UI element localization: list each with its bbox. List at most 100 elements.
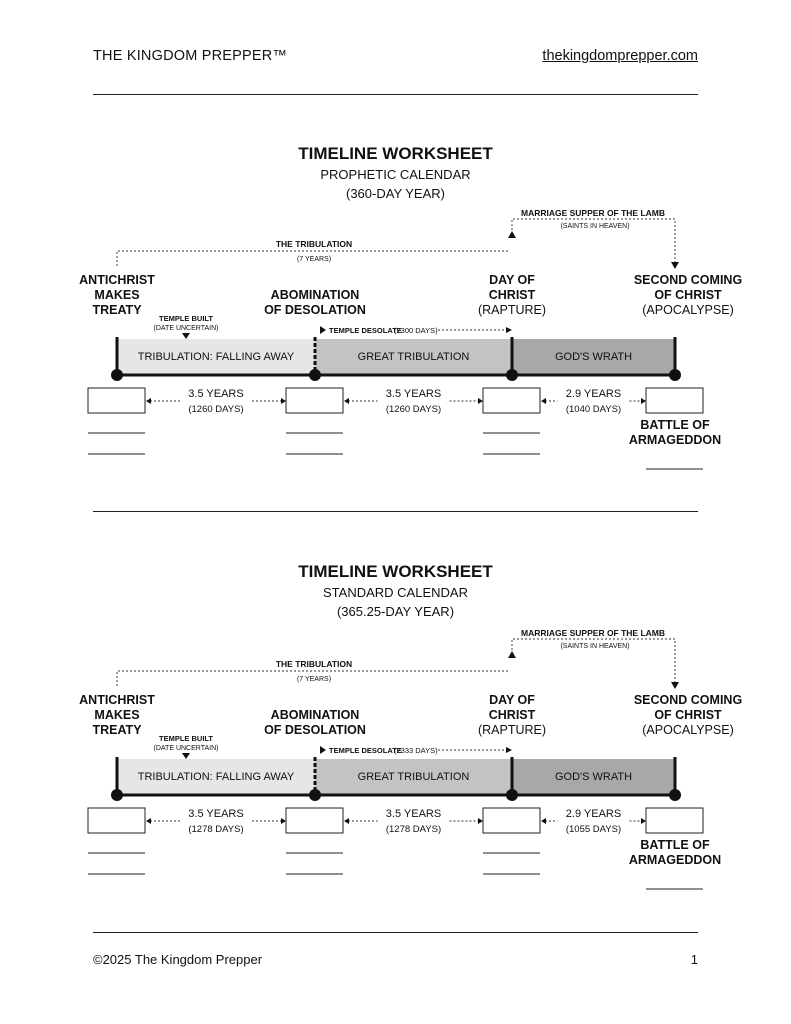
- event-antichrist-treaty-label: ANTICHRIST: [79, 693, 155, 707]
- phase-gods-wrath-bar: [512, 339, 675, 375]
- timeline-node: [506, 369, 518, 381]
- marriage-supper-connector: [511, 638, 676, 684]
- up-arrow-icon: [508, 231, 516, 238]
- right-arrow-icon: [478, 398, 483, 404]
- right-arrow-icon: [281, 398, 286, 404]
- worksheet-title: TIMELINE WORKSHEET: [298, 562, 493, 581]
- date-answer-box: [285, 807, 344, 834]
- calendar-name: STANDARD CALENDAR: [323, 585, 468, 600]
- phase-gods-wrath-bar: [512, 759, 675, 795]
- section-divider: [93, 511, 698, 512]
- battle-label: BATTLE OF: [640, 838, 710, 852]
- year-length: (365.25-DAY YEAR): [336, 604, 455, 619]
- span-days-label: (1260 DAYS): [386, 404, 441, 415]
- event-day-of-christ-label: (RAPTURE): [478, 303, 546, 317]
- tribulation-connector: [116, 670, 508, 686]
- website-link[interactable]: thekingdomprepper.com: [542, 48, 698, 64]
- phase-great-tribulation-bar: [315, 339, 512, 375]
- timeline-node: [111, 369, 123, 381]
- marriage-supper-label: MARRIAGE SUPPER OF THE LAMB: [521, 628, 665, 638]
- play-arrow-icon: [320, 746, 326, 754]
- event-day-of-christ-label: DAY OF: [489, 693, 535, 707]
- span-days-label: (1055 DAYS): [566, 824, 621, 835]
- page-number: 1: [690, 952, 698, 967]
- brand-name: THE KINGDOM PREPPER™: [93, 48, 288, 64]
- span-days-label: (1040 DAYS): [566, 404, 621, 415]
- left-arrow-icon: [541, 818, 546, 824]
- copyright: ©2025 The Kingdom Prepper: [93, 952, 263, 967]
- right-arrow-icon: [641, 398, 646, 404]
- date-uncertain-label: (DATE UNCERTAIN): [154, 325, 219, 332]
- date-answer-box: [87, 387, 146, 414]
- phase-gods-wrath-label: GOD'S WRATH: [555, 771, 632, 783]
- timeline-node: [669, 789, 681, 801]
- date-answer-box: [482, 807, 541, 834]
- tribulation-label: THE TRIBULATION: [276, 659, 352, 669]
- left-arrow-icon: [146, 398, 151, 404]
- left-arrow-icon: [146, 818, 151, 824]
- event-abomination-label: ABOMINATION: [271, 288, 360, 302]
- span-years-label: 2.9 YEARS: [566, 388, 621, 400]
- span-days-label: (1260 DAYS): [188, 404, 243, 415]
- right-arrow-icon: [506, 747, 512, 753]
- event-day-of-christ-label: DAY OF: [489, 273, 535, 287]
- span-days-label: (1278 DAYS): [188, 824, 243, 835]
- event-second-coming-label: (APOCALYPSE): [642, 723, 733, 737]
- temple-built-label: TEMPLE BUILT: [159, 314, 213, 323]
- tribulation-years-label: (7 YEARS): [297, 676, 331, 683]
- span-years-label: 3.5 YEARS: [188, 808, 243, 820]
- battle-label: ARMAGEDDON: [629, 433, 721, 447]
- event-abomination-label: ABOMINATION: [271, 708, 360, 722]
- span-years-label: 3.5 YEARS: [386, 388, 441, 400]
- left-arrow-icon: [344, 398, 349, 404]
- timeline-node: [111, 789, 123, 801]
- date-answer-box: [482, 387, 541, 414]
- tribulation-connector: [116, 250, 508, 266]
- phase-falling-away-label: TRIBULATION: FALLING AWAY: [138, 351, 295, 363]
- saints-in-heaven-label: (SAINTS IN HEAVEN): [560, 643, 629, 650]
- battle-label: ARMAGEDDON: [629, 853, 721, 867]
- event-second-coming-label: (APOCALYPSE): [642, 303, 733, 317]
- temple-desolate-label: TEMPLE DESOLATE: [329, 326, 402, 335]
- event-second-coming-label: OF CHRIST: [654, 288, 722, 302]
- span-years-label: 3.5 YEARS: [188, 388, 243, 400]
- event-day-of-christ-label: CHRIST: [489, 708, 536, 722]
- left-arrow-icon: [541, 398, 546, 404]
- phase-great-tribulation-label: GREAT TRIBULATION: [358, 351, 470, 363]
- saints-in-heaven-label: (SAINTS IN HEAVEN): [560, 223, 629, 230]
- up-arrow-icon: [508, 651, 516, 658]
- phase-gods-wrath-label: GOD'S WRATH: [555, 351, 632, 363]
- span-days-label: (1278 DAYS): [386, 824, 441, 835]
- right-arrow-icon: [641, 818, 646, 824]
- date-answer-box: [87, 807, 146, 834]
- date-answer-box: [645, 807, 704, 834]
- down-arrow-icon: [671, 262, 679, 269]
- tribulation-label: THE TRIBULATION: [276, 239, 352, 249]
- timeline-node: [309, 369, 321, 381]
- event-antichrist-treaty-label: MAKES: [94, 708, 139, 722]
- event-second-coming-label: SECOND COMING: [634, 273, 742, 287]
- temple-desolate-days-label: (2333 DAYS): [394, 746, 438, 755]
- timeline-diagram: MARRIAGE SUPPER OF THE LAMB (SAINTS IN HE…: [79, 628, 742, 890]
- event-antichrist-treaty-label: TREATY: [92, 303, 142, 317]
- date-answer-box: [285, 387, 344, 414]
- event-antichrist-treaty-label: MAKES: [94, 288, 139, 302]
- timeline-diagram: MARRIAGE SUPPER OF THE LAMB (SAINTS IN HE…: [79, 208, 742, 470]
- worksheet-title: TIMELINE WORKSHEET: [298, 144, 493, 163]
- event-second-coming-label: SECOND COMING: [634, 693, 742, 707]
- marriage-supper-label: MARRIAGE SUPPER OF THE LAMB: [521, 208, 665, 218]
- phase-falling-away-bar: [117, 339, 315, 375]
- calendar-name: PROPHETIC CALENDAR: [320, 167, 471, 182]
- phase-falling-away-bar: [117, 759, 315, 795]
- temple-built-marker-icon: [182, 333, 190, 339]
- down-arrow-icon: [671, 682, 679, 689]
- span-years-label: 3.5 YEARS: [386, 808, 441, 820]
- event-abomination-label: OF DESOLATION: [264, 723, 366, 737]
- temple-built-marker-icon: [182, 753, 190, 759]
- phase-falling-away-label: TRIBULATION: FALLING AWAY: [138, 771, 295, 783]
- footer-divider: [93, 932, 698, 933]
- event-day-of-christ-label: CHRIST: [489, 288, 536, 302]
- phase-great-tribulation-label: GREAT TRIBULATION: [358, 771, 470, 783]
- timeline: MARRIAGE SUPPER OF THE LAMB (SAINTS IN HE…: [79, 628, 742, 890]
- play-arrow-icon: [320, 326, 326, 334]
